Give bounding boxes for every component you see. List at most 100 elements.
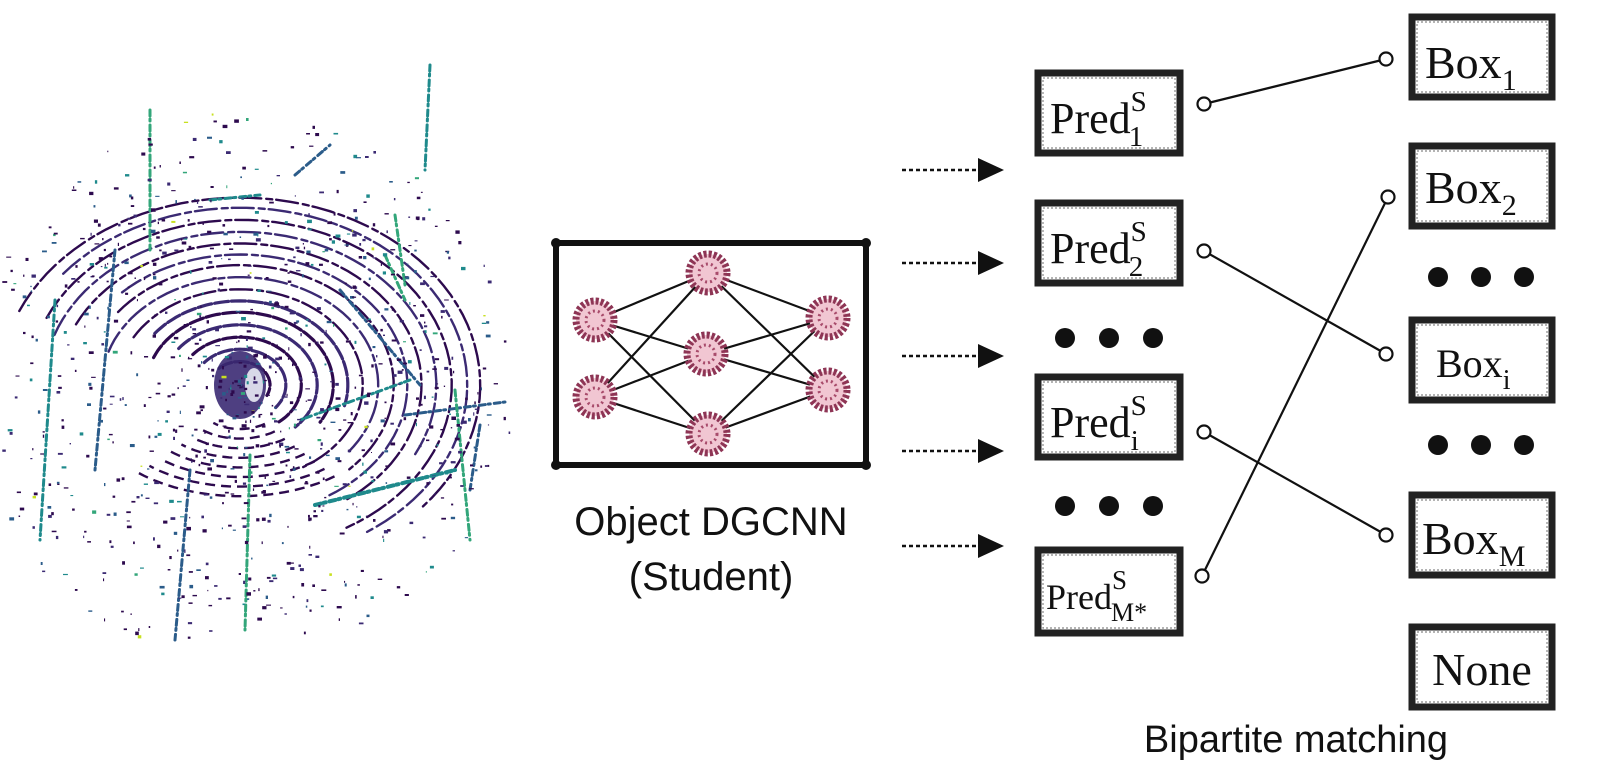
frame-corner-dot xyxy=(861,238,871,248)
lidar-point xyxy=(262,337,266,340)
arrow-head-icon xyxy=(978,344,1004,368)
lidar-point xyxy=(169,499,174,503)
lidar-point xyxy=(371,480,375,483)
gt-ellipsis-2 xyxy=(1428,435,1534,455)
lidar-point xyxy=(148,626,151,628)
lidar-point xyxy=(200,409,203,412)
lidar-point xyxy=(186,379,190,381)
lidar-point xyxy=(403,417,407,421)
network-nodes xyxy=(572,250,851,457)
lidar-point xyxy=(426,370,430,373)
lidar-point xyxy=(302,274,304,278)
lidar-point xyxy=(318,505,321,508)
lidar-point xyxy=(390,273,395,276)
lidar-point xyxy=(140,265,143,268)
network-node-icon xyxy=(805,367,851,413)
lidar-point xyxy=(434,358,440,361)
network-edge xyxy=(705,316,829,356)
lidar-point xyxy=(16,491,21,494)
network-node-icon xyxy=(685,250,731,296)
lidar-point xyxy=(372,223,376,227)
lidar-point xyxy=(249,471,253,474)
lidar-point xyxy=(172,428,175,432)
lidar-point xyxy=(451,503,454,506)
lidar-point xyxy=(93,219,98,223)
lidar-point xyxy=(356,506,358,508)
lidar-point xyxy=(309,456,312,459)
lidar-point xyxy=(234,119,239,123)
lidar-point xyxy=(290,562,294,564)
lidar-point xyxy=(63,487,69,489)
lidar-point xyxy=(179,161,181,164)
lidar-point xyxy=(136,373,139,377)
lidar-point xyxy=(299,568,304,572)
lidar-point xyxy=(324,248,329,252)
lidar-point xyxy=(162,251,167,255)
scan-ring xyxy=(180,443,296,459)
lidar-point xyxy=(403,341,406,343)
lidar-point xyxy=(210,199,212,203)
lidar-point xyxy=(199,315,202,318)
lidar-point xyxy=(53,233,56,237)
pred-2-sup: S xyxy=(1131,216,1147,248)
lidar-point xyxy=(269,201,274,204)
lidar-point xyxy=(192,328,197,331)
lidar-point xyxy=(309,609,312,612)
lidar-point xyxy=(222,392,226,396)
pred-m-sup: S xyxy=(1112,565,1127,595)
lidar-point xyxy=(235,415,239,417)
lidar-point xyxy=(389,181,393,183)
lidar-point xyxy=(175,429,178,433)
lidar-point xyxy=(484,465,488,467)
pred-m-base: Pred xyxy=(1046,577,1112,617)
lidar-point xyxy=(284,613,287,615)
network-node-icon xyxy=(805,295,851,341)
lidar-point xyxy=(220,397,223,399)
lidar-point xyxy=(270,182,272,185)
lidar-point xyxy=(209,247,214,250)
lidar-point xyxy=(189,156,195,159)
lidar-point xyxy=(239,236,242,238)
lidar-point xyxy=(205,442,209,446)
lidar-point xyxy=(201,361,203,364)
lidar-point xyxy=(241,424,247,428)
lidar-point xyxy=(143,404,146,407)
lidar-point xyxy=(462,420,467,424)
lidar-point xyxy=(449,476,452,479)
lidar-point xyxy=(201,292,204,295)
lidar-point xyxy=(274,420,278,423)
lidar-point xyxy=(102,572,107,574)
lidar-point xyxy=(324,363,327,366)
lidar-point xyxy=(362,238,366,242)
box-i-base: Box xyxy=(1436,341,1503,386)
lidar-point xyxy=(247,598,250,600)
lidar-point xyxy=(280,607,283,609)
lidar-point xyxy=(300,333,302,337)
lidar-point xyxy=(77,181,82,183)
lidar-point xyxy=(134,277,136,279)
lidar-point xyxy=(173,336,179,340)
lidar-point xyxy=(264,353,267,356)
lidar-point xyxy=(305,400,308,402)
lidar-point xyxy=(30,285,32,288)
lidar-point xyxy=(117,242,119,246)
lidar-point xyxy=(415,216,420,220)
lidar-point xyxy=(9,517,15,521)
lidar-point xyxy=(99,419,103,423)
lidar-point xyxy=(89,263,95,266)
lidar-point xyxy=(90,232,92,236)
lidar-point xyxy=(130,196,134,200)
lidar-point xyxy=(215,345,220,347)
lidar-point xyxy=(481,322,487,324)
lidar-point xyxy=(228,258,231,261)
lidar-point xyxy=(63,331,67,334)
lidar-point xyxy=(109,395,115,398)
lidar-point xyxy=(439,462,443,465)
lidar-point xyxy=(166,410,170,413)
lidar-point xyxy=(234,380,239,383)
lidar-point xyxy=(108,433,113,436)
lidar-point xyxy=(113,512,117,516)
match-pred1-box1 xyxy=(1203,57,1387,106)
